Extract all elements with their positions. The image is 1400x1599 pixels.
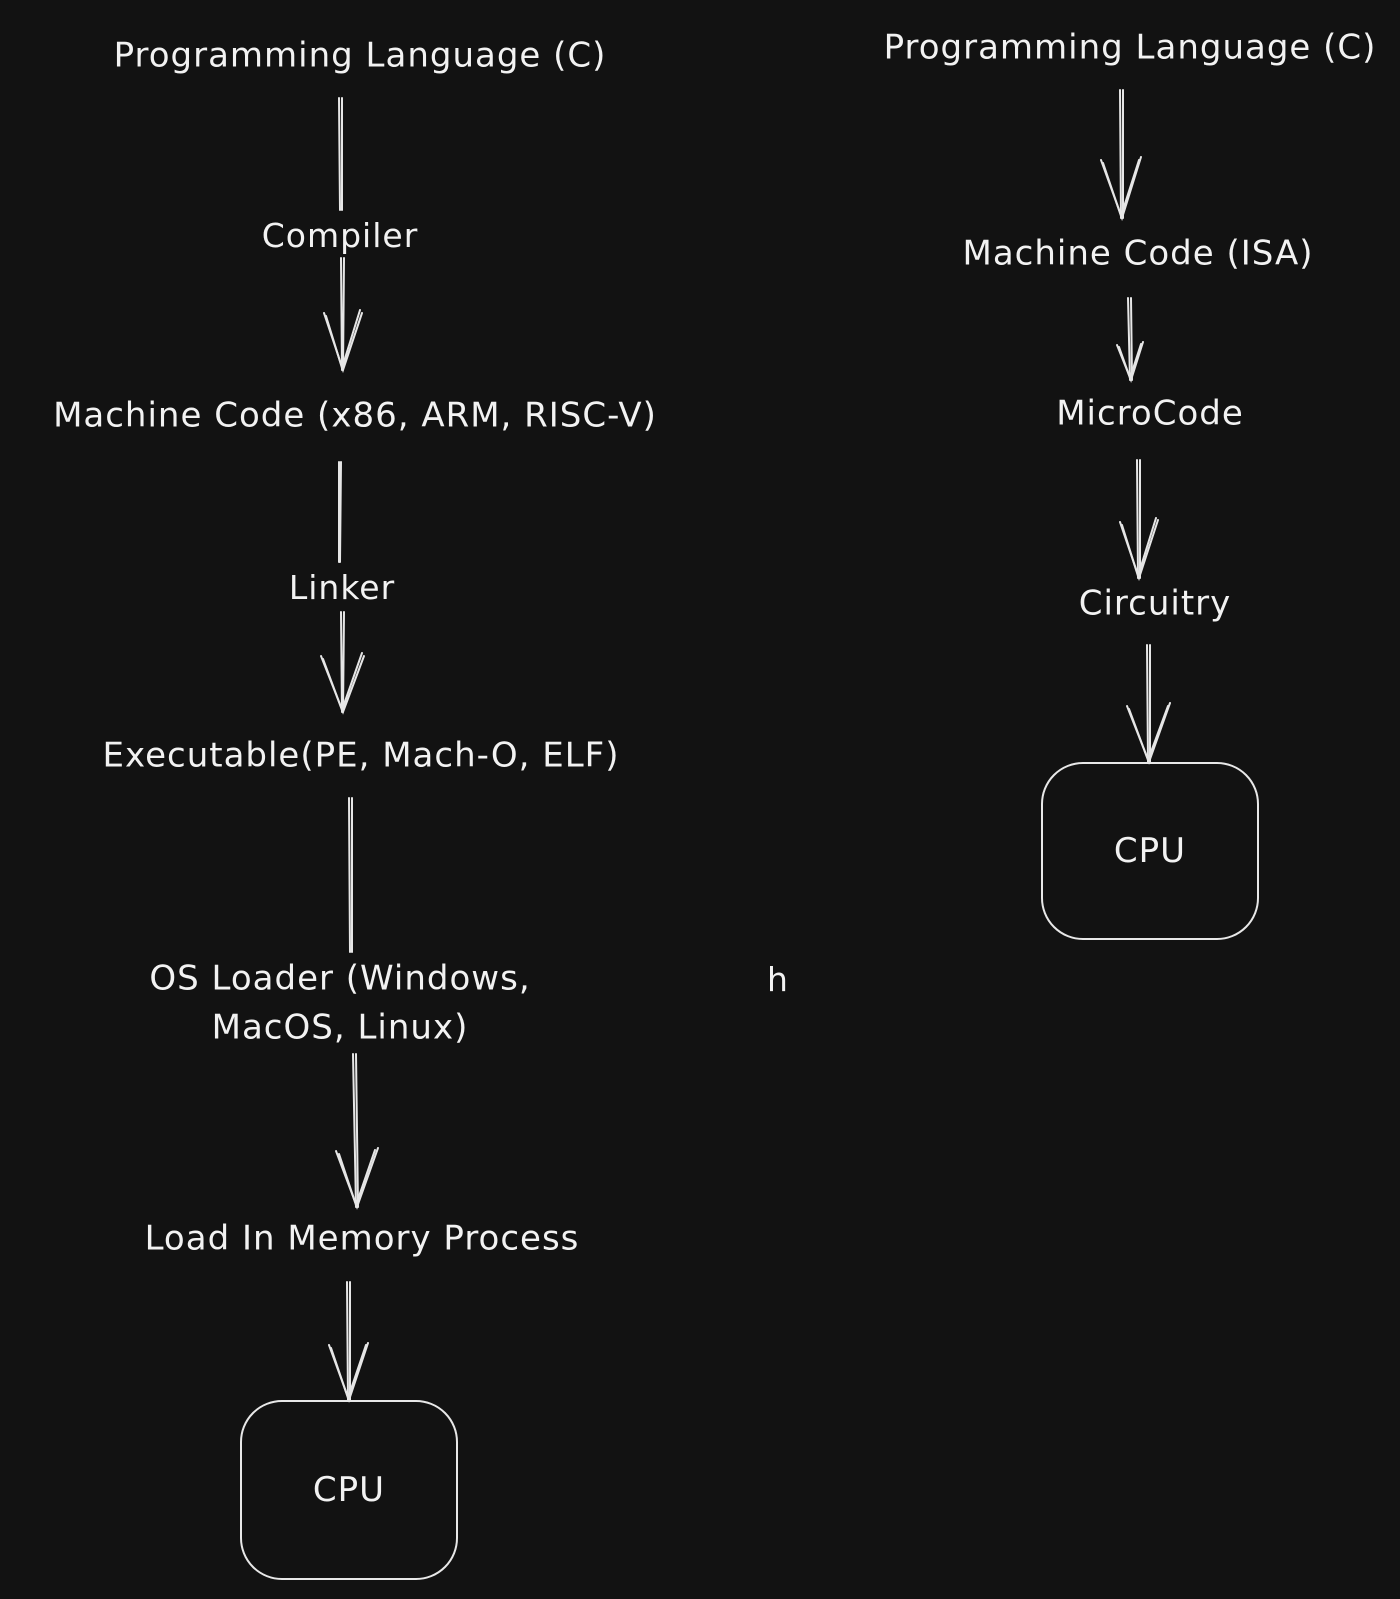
arrow-right-lang-to-machinecode bbox=[1100, 89, 1142, 222]
arrow-right-machinecode-to-microcode bbox=[1116, 297, 1144, 383]
right-machine-code-label: Machine Code (ISA) bbox=[962, 233, 1314, 274]
left-cpu-label: CPU bbox=[312, 1470, 386, 1510]
arrow-left-lang-to-compiler bbox=[338, 97, 343, 211]
load-in-memory-label: Load In Memory Process bbox=[144, 1218, 580, 1259]
left-machine-code-label: Machine Code (x86, ARM, RISC-V) bbox=[53, 395, 657, 436]
right-cpu-label: CPU bbox=[1113, 831, 1187, 871]
arrow-left-executable-to-osloader bbox=[348, 797, 353, 953]
os-loader-label: OS Loader (Windows, MacOS, Linux) bbox=[149, 958, 531, 1048]
stray-text: h bbox=[767, 960, 789, 1000]
arrow-left-compiler-to-machinecode bbox=[323, 257, 363, 374]
left-programming-language-label: Programming Language (C) bbox=[113, 35, 607, 76]
arrow-left-linker-to-executable bbox=[320, 611, 365, 715]
right-cpu-box: CPU bbox=[1041, 762, 1259, 940]
compiler-label: Compiler bbox=[261, 216, 419, 256]
arrow-right-circuitry-to-cpu bbox=[1126, 644, 1171, 765]
linker-label: Linker bbox=[288, 568, 396, 608]
right-programming-language-label: Programming Language (C) bbox=[883, 27, 1377, 68]
executable-label: Executable(PE, Mach-O, ELF) bbox=[102, 735, 620, 776]
microcode-label: MicroCode bbox=[1056, 393, 1244, 434]
arrow-left-machinecode-to-linker bbox=[338, 461, 342, 563]
arrow-left-osloader-to-loadmemory bbox=[335, 1053, 379, 1210]
arrow-left-loadmemory-to-cpu bbox=[328, 1281, 369, 1404]
circuitry-label: Circuitry bbox=[1078, 583, 1232, 624]
arrow-right-microcode-to-circuitry bbox=[1119, 459, 1159, 582]
left-cpu-box: CPU bbox=[240, 1400, 458, 1580]
